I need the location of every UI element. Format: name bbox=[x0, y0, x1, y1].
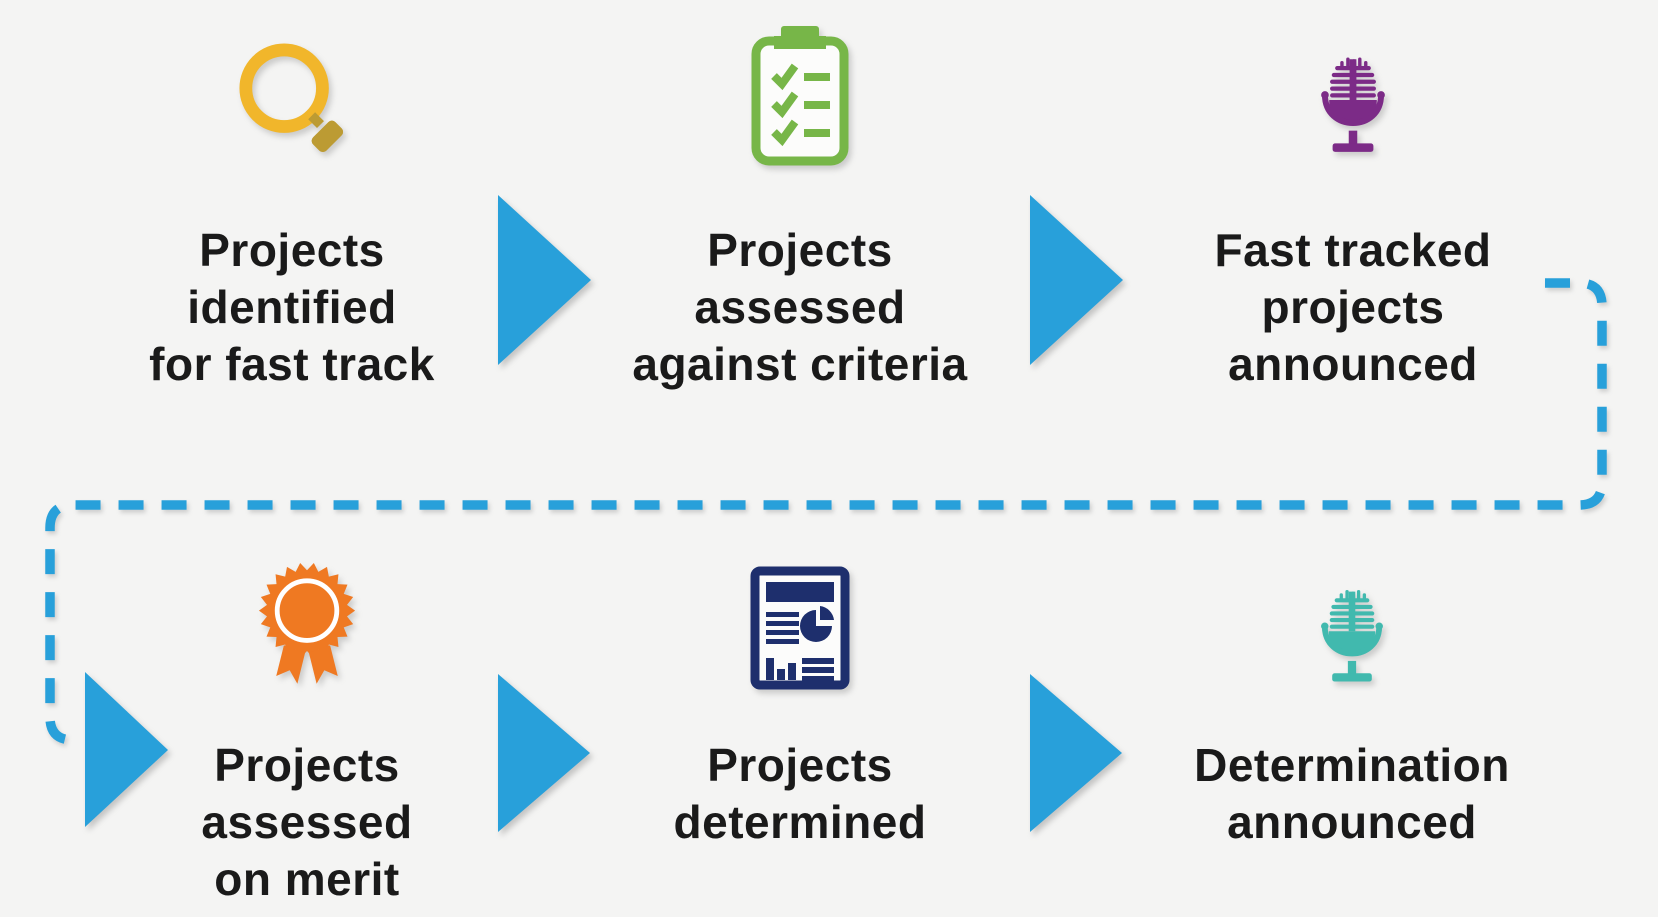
step-label-line: determined bbox=[673, 796, 927, 848]
checklist-clipboard-icon bbox=[751, 26, 849, 166]
flow-arrow-1 bbox=[498, 195, 591, 365]
step-label: Projects assessed on merit bbox=[201, 737, 412, 908]
step-label: Projects assessed against criteria bbox=[632, 222, 967, 393]
step-label: Projects identified for fast track bbox=[149, 222, 435, 393]
step-label-line: Projects bbox=[707, 224, 893, 276]
magnifier-icon bbox=[239, 43, 344, 153]
award-rosette-icon bbox=[258, 563, 356, 684]
step-projects-assessed-criteria: Projects assessed against criteria bbox=[570, 24, 1030, 393]
flow-arrow-4 bbox=[498, 674, 590, 832]
step-label-line: assessed bbox=[694, 281, 906, 333]
step-label-line: Projects bbox=[199, 224, 385, 276]
step-label-line: Determination bbox=[1194, 739, 1510, 791]
report-document-icon bbox=[750, 566, 850, 690]
step-label-line: on merit bbox=[214, 853, 400, 905]
step-label-line: for fast track bbox=[149, 338, 435, 390]
step-determination-announced: Determination announced bbox=[1122, 582, 1582, 851]
step-label-line: identified bbox=[187, 281, 397, 333]
step-label: Fast tracked projects announced bbox=[1214, 222, 1491, 393]
microphone-icon bbox=[1321, 589, 1383, 682]
flow-arrow-5 bbox=[1030, 674, 1122, 832]
flow-arrow-3 bbox=[85, 672, 168, 827]
step-label-line: Projects bbox=[707, 739, 893, 791]
step-fast-tracked-announced: Fast tracked projects announced bbox=[1123, 50, 1583, 393]
step-label-line: assessed bbox=[201, 796, 413, 848]
step-label-line: Projects bbox=[214, 739, 400, 791]
step-projects-identified: Projects identified for fast track bbox=[62, 42, 522, 393]
step-projects-determined: Projects determined bbox=[570, 566, 1030, 851]
step-label: Determination announced bbox=[1194, 737, 1510, 851]
step-label-line: Fast tracked bbox=[1214, 224, 1492, 276]
flow-arrow-2 bbox=[1030, 195, 1123, 365]
step-label-line: projects bbox=[1261, 281, 1445, 333]
step-label: Projects determined bbox=[674, 737, 927, 851]
step-label-line: against criteria bbox=[632, 338, 968, 390]
step-projects-assessed-merit: Projects assessed on merit bbox=[77, 562, 537, 908]
microphone-icon bbox=[1321, 57, 1385, 152]
step-label-line: announced bbox=[1227, 796, 1477, 848]
dashed-connector-line bbox=[45, 278, 1607, 745]
step-label-line: announced bbox=[1228, 338, 1478, 390]
